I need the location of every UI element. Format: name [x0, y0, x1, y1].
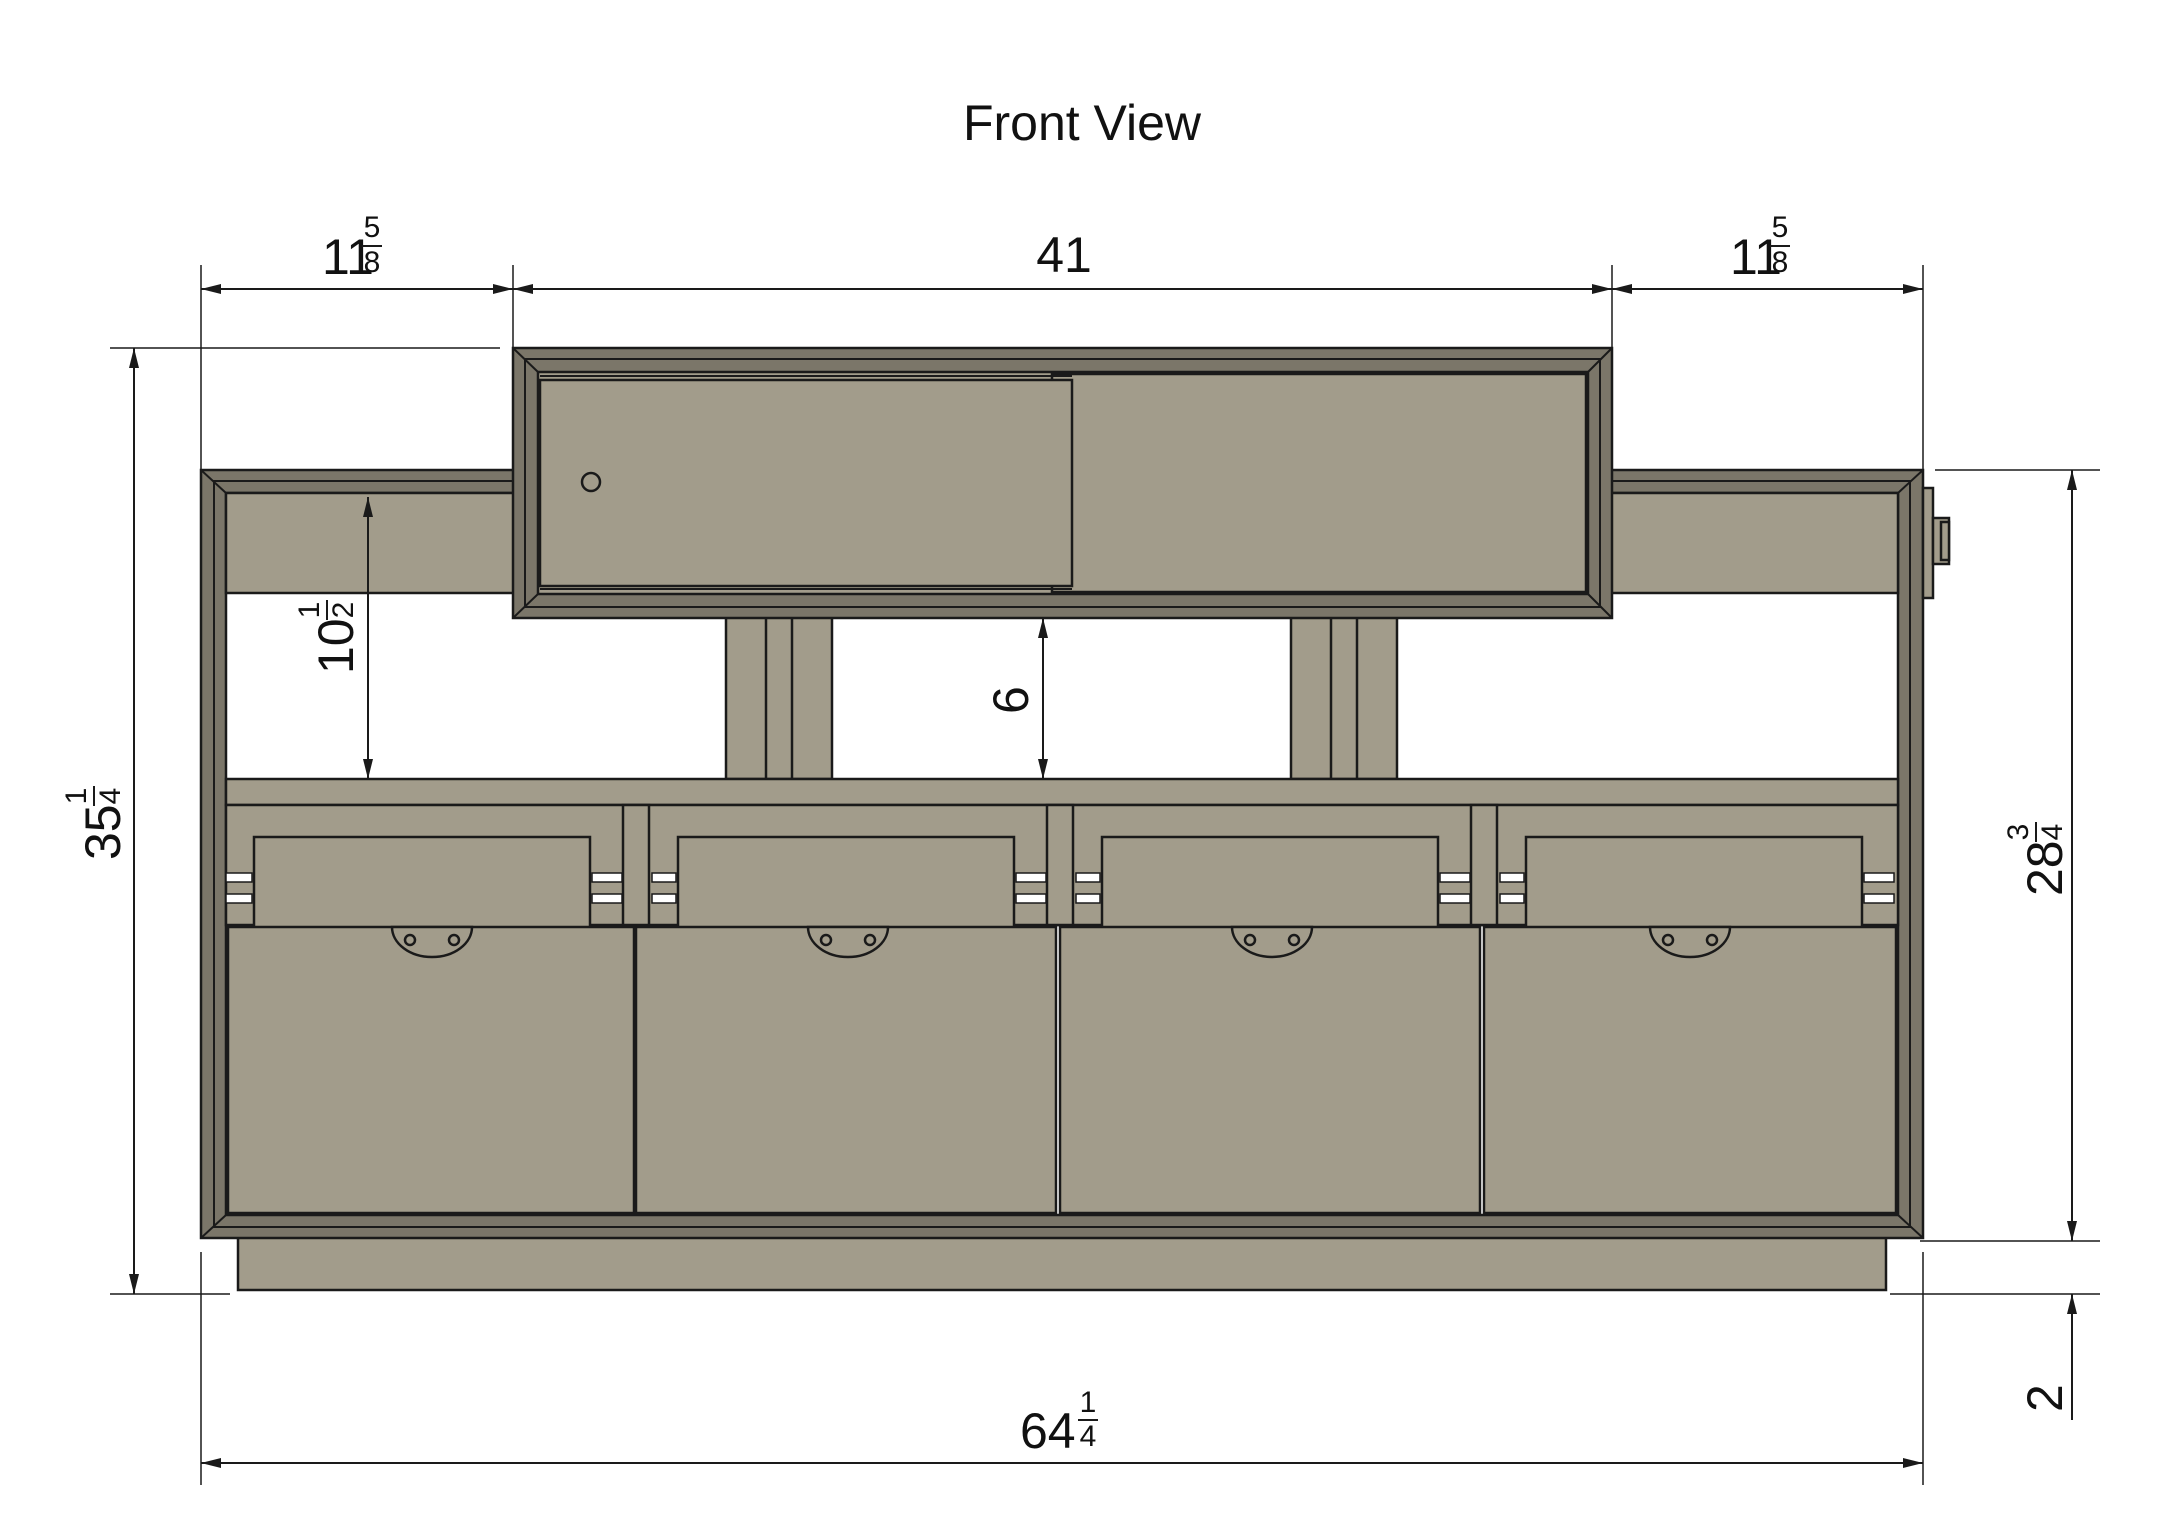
side-hardware	[1921, 486, 1951, 600]
dim-top-center: 41	[1036, 227, 1092, 283]
dim-base-height: 2	[2017, 1384, 2073, 1412]
dim-numerator: 1	[60, 788, 93, 805]
drawer-front	[1482, 925, 1898, 1215]
dim-whole: 10	[308, 618, 364, 674]
dim-denominator: 2	[327, 602, 360, 619]
dimension-labels: 11 5 8 41 11 5 8 35 1 4 10 1 2	[60, 211, 2073, 1459]
drawer-pulls	[390, 925, 1732, 959]
dim-opening-height: 10 1 2	[293, 600, 364, 674]
dim-numerator: 1	[1080, 1386, 1097, 1419]
dim-whole: 11	[322, 229, 374, 285]
dim-numerator: 3	[2002, 824, 2035, 841]
drawer-front	[1058, 925, 1482, 1215]
upper-right-panel	[1606, 491, 1900, 595]
drawer-front	[226, 925, 636, 1215]
drawer-pull-icon	[806, 925, 890, 959]
dim-whole: 6	[983, 686, 1039, 714]
dim-numerator: 1	[293, 602, 326, 619]
base-plinth	[236, 1232, 1888, 1292]
dim-overall-height: 35 1 4	[60, 786, 131, 860]
drawer-slides	[225, 872, 1895, 904]
riser-right	[1289, 612, 1399, 781]
dim-denominator: 4	[1080, 1420, 1097, 1453]
dim-top-right: 11 5 8	[1730, 211, 1790, 285]
dim-numerator: 5	[1772, 211, 1789, 244]
dim-riser-height: 6	[983, 686, 1039, 714]
sliding-door-front	[538, 378, 1074, 588]
drawer-front	[634, 925, 1058, 1215]
dim-whole: 28	[2017, 840, 2073, 896]
dim-numerator: 5	[364, 211, 381, 244]
dim-whole: 35	[75, 804, 131, 860]
drawer-fronts	[226, 925, 1898, 1215]
dim-case-height: 28 3 4	[2002, 822, 2073, 896]
dim-denominator: 8	[1772, 246, 1789, 279]
dim-overall-width: 64 1 4	[1020, 1386, 1098, 1459]
drawer-boxes	[252, 835, 1864, 931]
riser-left	[724, 612, 834, 781]
dim-denominator: 4	[94, 788, 127, 805]
dim-top-left: 11 5 8	[322, 211, 382, 285]
top-cabinet	[511, 346, 1614, 620]
middle-shelf	[224, 777, 1900, 807]
dim-whole: 11	[1730, 229, 1782, 285]
drawer-pull-icon	[1648, 925, 1732, 959]
upper-left-panel	[224, 491, 518, 595]
drawer-pull-icon	[1230, 925, 1314, 959]
drawing-title: Front View	[963, 95, 1202, 151]
dim-denominator: 4	[2036, 824, 2069, 841]
tv-stand	[199, 346, 1951, 1292]
dimension-lines	[110, 265, 2100, 1485]
drawer-dividers	[621, 803, 1499, 927]
door-knob-icon	[580, 471, 602, 493]
drawer-pull-icon	[390, 925, 474, 959]
sliding-door-back	[1050, 372, 1588, 594]
dim-whole: 64	[1020, 1403, 1076, 1459]
dim-whole: 2	[2017, 1384, 2073, 1412]
dim-denominator: 8	[364, 246, 381, 279]
